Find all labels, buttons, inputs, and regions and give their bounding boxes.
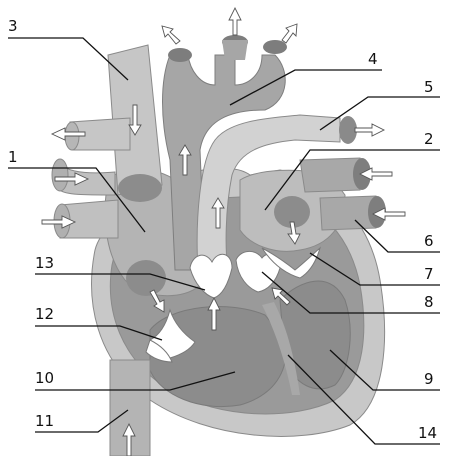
- leader-14: [287, 354, 440, 445]
- label-5: 5: [424, 78, 434, 96]
- label-10: 10: [35, 369, 54, 387]
- pulmonary-artery-left-opening: [339, 116, 357, 144]
- label-12: 12: [35, 305, 54, 323]
- label-3: 3: [8, 17, 18, 35]
- leader-6: [354, 219, 440, 253]
- leader-8: [261, 271, 440, 314]
- pulmonary-vein-upper-left: [299, 157, 361, 193]
- leader-4: [229, 69, 382, 106]
- label-14: 14: [418, 424, 437, 442]
- right-ventricle: [149, 306, 287, 408]
- aortic-branch-3: [263, 40, 287, 54]
- leader-3: [8, 37, 129, 81]
- flow-arrows: [41, 6, 406, 456]
- leader-2: [264, 149, 440, 211]
- leader-5: [319, 96, 440, 131]
- label-7: 7: [424, 265, 434, 283]
- svc-opening: [118, 174, 162, 202]
- label-9: 9: [424, 370, 434, 388]
- tricuspid-opening: [126, 260, 166, 296]
- pulmonary-vein-lower-left: [319, 195, 377, 231]
- tricuspid-leaflet: [145, 339, 173, 363]
- aortic-branch-1: [168, 48, 192, 62]
- leader-lines: [8, 37, 440, 445]
- leader-11: [35, 409, 129, 433]
- leader-12: [35, 325, 163, 341]
- left-atrium-opening: [274, 196, 310, 228]
- left-ventricle: [279, 280, 351, 390]
- label-8: 8: [424, 293, 434, 311]
- pulmonary-valve: [189, 253, 233, 299]
- label-2: 2: [424, 130, 434, 148]
- aorta: [162, 54, 286, 271]
- septum: [262, 302, 300, 395]
- label-13: 13: [35, 254, 54, 272]
- label-4: 4: [368, 50, 378, 68]
- label-11: 11: [35, 412, 54, 430]
- label-6: 6: [424, 232, 434, 250]
- leader-9: [329, 349, 440, 391]
- leader-13: [35, 273, 206, 291]
- leader-7: [309, 252, 440, 286]
- label-1: 1: [8, 148, 18, 166]
- leader-10: [35, 371, 236, 391]
- leader-1: [8, 167, 146, 233]
- pulmonary-trunk: [196, 114, 341, 271]
- mitral-valve: [261, 246, 321, 279]
